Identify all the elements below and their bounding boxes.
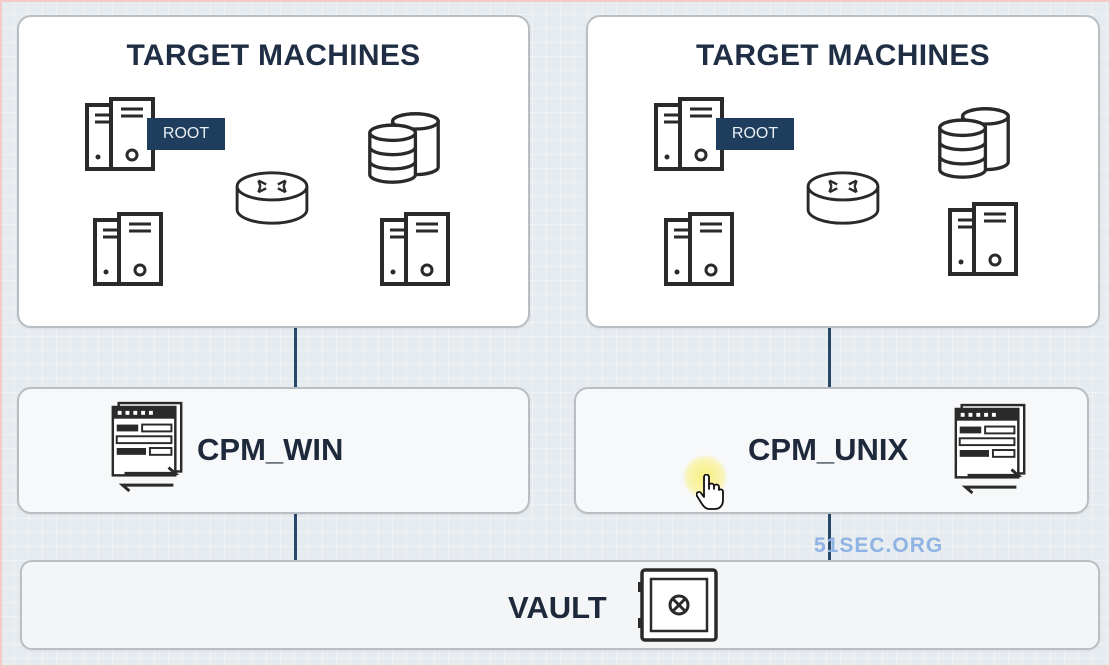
database-icon	[934, 105, 1014, 181]
watermark: 51SEC.ORG	[814, 534, 944, 557]
server-icon	[662, 210, 742, 290]
vault-label: VAULT	[508, 590, 607, 625]
server-icon	[378, 210, 458, 290]
connector-right-top	[828, 328, 831, 387]
panel-title-left: TARGET MACHINES	[126, 39, 421, 72]
connector-left-bottom	[294, 514, 297, 560]
cpm-unix-box: CPM_UNIX	[574, 387, 1089, 514]
root-tag: ROOT	[147, 118, 225, 150]
cpm-win-label: CPM_WIN	[197, 432, 344, 467]
cpm-unix-label: CPM_UNIX	[748, 432, 909, 467]
target-machines-panel-right: TARGET MACHINES ROOT	[586, 15, 1100, 328]
connector-left-top	[294, 328, 297, 387]
target-machines-panel-left: TARGET MACHINES ROOT	[17, 15, 530, 328]
vault-box: VAULT	[20, 560, 1100, 650]
root-tag: ROOT	[716, 118, 794, 150]
hand-cursor-icon	[696, 474, 724, 510]
vault-safe-icon	[638, 568, 718, 642]
cpm-server-icon	[105, 401, 189, 495]
cpm-win-box: CPM_WIN	[17, 387, 530, 514]
router-icon	[233, 167, 311, 229]
cpm-server-icon	[948, 403, 1032, 497]
router-icon	[804, 167, 882, 229]
panel-title-right: TARGET MACHINES	[696, 39, 990, 72]
server-icon	[946, 200, 1026, 280]
connector-right-bottom	[828, 514, 831, 560]
server-icon	[91, 210, 171, 290]
database-icon	[364, 110, 444, 186]
